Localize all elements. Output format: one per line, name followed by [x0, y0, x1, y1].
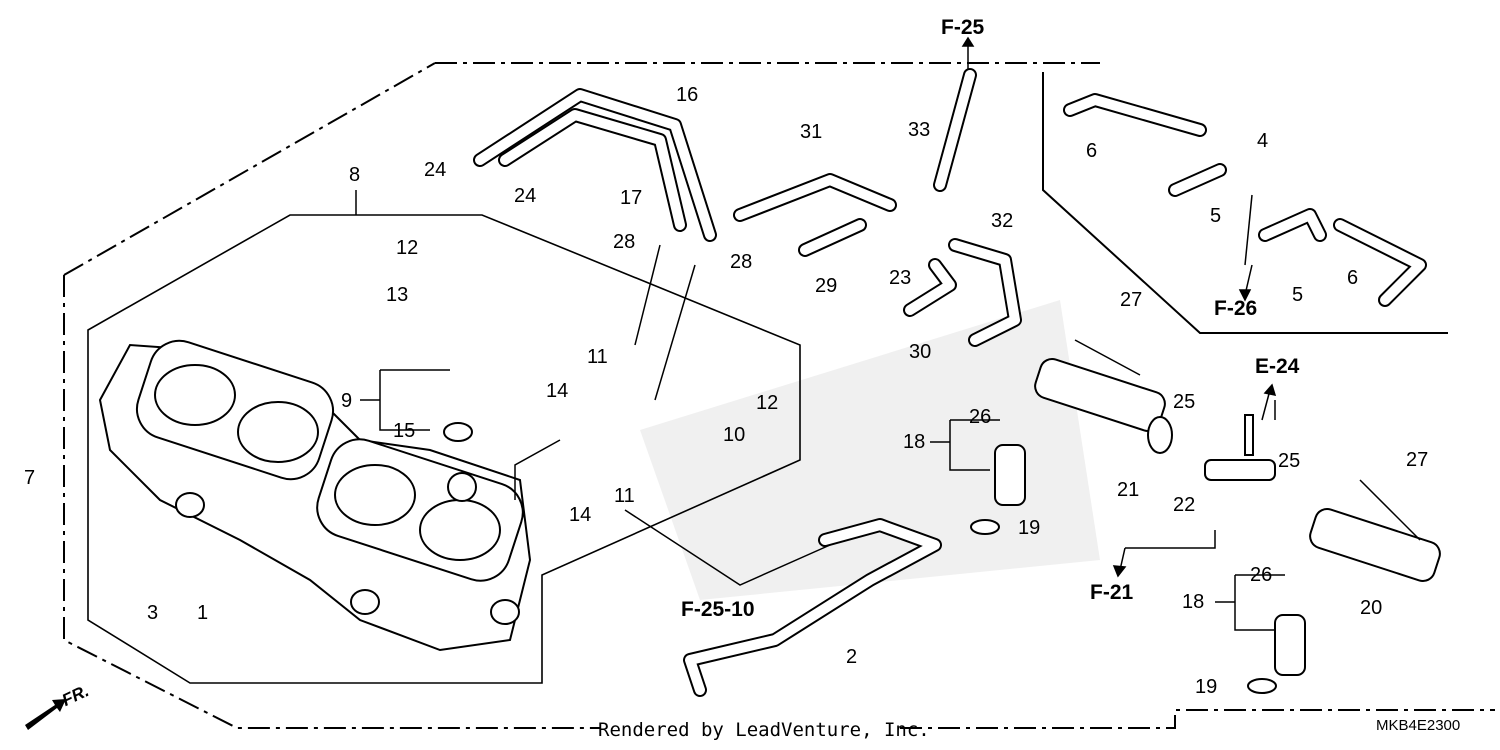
- part-label-3: 3: [147, 602, 159, 624]
- reference-f26[interactable]: F-26: [1214, 297, 1258, 320]
- part-label-12b: 12: [756, 392, 779, 414]
- part-label-26: 26: [969, 406, 992, 428]
- part-label-24b: 24: [514, 185, 537, 207]
- part-label-14b: 14: [569, 504, 592, 526]
- part-label-6b: 6: [1347, 267, 1359, 289]
- part-label-1: 1: [197, 602, 209, 624]
- reference-arrows: [961, 36, 1277, 578]
- part-label-30: 30: [909, 341, 932, 363]
- leader-lines: [360, 194, 1421, 631]
- front-arrow-icon: [25, 699, 66, 730]
- part-label-19: 19: [1018, 517, 1041, 539]
- part-label-5: 5: [1210, 205, 1222, 227]
- part-label-4: 4: [1257, 130, 1269, 152]
- part-label-23: 23: [889, 267, 912, 289]
- part-label-17: 17: [620, 187, 643, 209]
- reference-f25-10[interactable]: F-25-10: [681, 598, 755, 621]
- part-label-26b: 26: [1250, 564, 1273, 586]
- part-label-12: 12: [396, 237, 419, 259]
- reference-e24[interactable]: E-24: [1255, 355, 1300, 378]
- part-label-27: 27: [1120, 289, 1143, 311]
- part-label-32: 32: [991, 210, 1014, 232]
- part-label-6: 6: [1086, 140, 1098, 162]
- footer-credit: Rendered by LeadVenture, Inc.: [598, 719, 930, 741]
- part-label-15: 15: [393, 420, 416, 442]
- part-label-25: 25: [1173, 391, 1196, 413]
- part-label-18: 18: [903, 431, 926, 453]
- part-label-29: 29: [815, 275, 838, 297]
- watermark: [640, 300, 1100, 600]
- part-label-20: 20: [1360, 597, 1383, 619]
- part-label-31: 31: [800, 121, 823, 143]
- part-label-13: 13: [386, 284, 409, 306]
- fuel-rails: [443, 358, 1441, 694]
- part-label-28b: 28: [730, 251, 753, 273]
- reference-f25[interactable]: F-25: [941, 16, 985, 39]
- part-label-11b: 11: [614, 485, 635, 507]
- part-label-8: 8: [349, 164, 361, 186]
- part-label-14: 14: [546, 380, 569, 402]
- part-label-22: 22: [1173, 494, 1196, 516]
- part-label-5b: 5: [1292, 284, 1304, 306]
- diagram-code: MKB4E2300: [1376, 717, 1461, 734]
- part-label-33: 33: [908, 119, 931, 141]
- part-label-21: 21: [1117, 479, 1140, 501]
- part-label-28: 28: [613, 231, 636, 253]
- outer-boundary: [63, 62, 1495, 729]
- reference-f21[interactable]: F-21: [1090, 581, 1134, 604]
- part-label-2: 2: [846, 646, 858, 668]
- part-label-7: 7: [24, 467, 36, 489]
- part-label-19b: 19: [1195, 676, 1218, 698]
- part-label-25b: 25: [1278, 450, 1301, 472]
- throttle-body: [98, 339, 532, 652]
- part-label-11: 11: [587, 346, 608, 368]
- hose-group-boundary: [1042, 72, 1448, 334]
- part-label-18b: 18: [1182, 591, 1205, 613]
- assembly-outline: [87, 214, 801, 684]
- part-label-27b: 27: [1406, 449, 1429, 471]
- part-label-10: 10: [723, 424, 746, 446]
- part-label-9: 9: [341, 390, 353, 412]
- part-label-24: 24: [424, 159, 447, 181]
- part-label-16: 16: [676, 84, 699, 106]
